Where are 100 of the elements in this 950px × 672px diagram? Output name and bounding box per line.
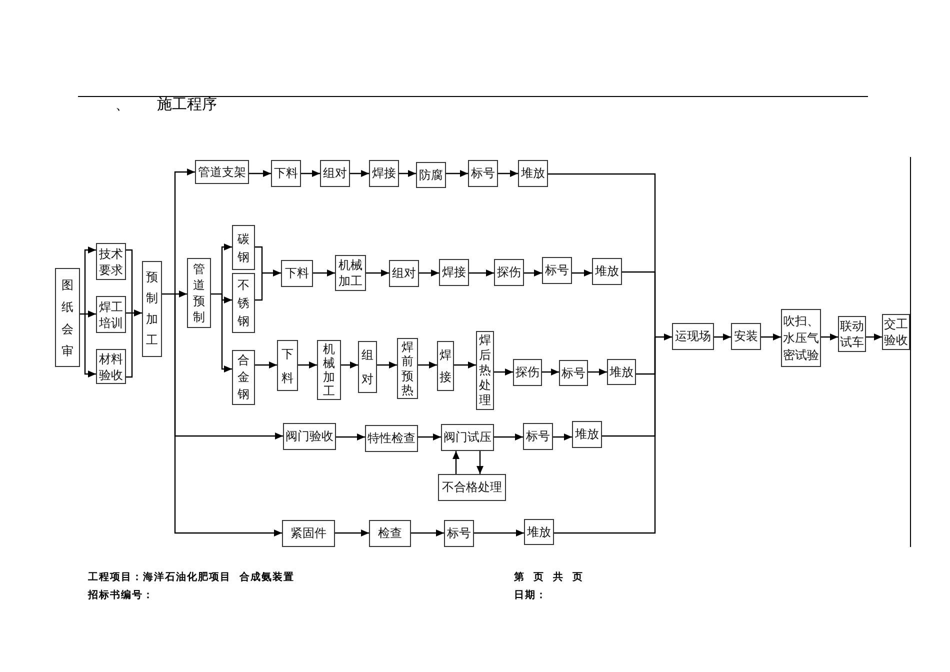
arrow: [350, 170, 369, 177]
process-box: [271, 160, 301, 187]
arrow: [474, 530, 524, 536]
connector-line: [255, 246, 263, 273]
step-label: 管道预制: [192, 261, 206, 325]
step-label: 焊前预热: [401, 340, 414, 398]
process-box: [55, 268, 80, 367]
step-label: 组对: [323, 166, 347, 181]
process-box: [524, 519, 554, 545]
arrow: [714, 334, 731, 340]
step-label: 运现场: [675, 329, 711, 344]
step-label: 检查: [378, 526, 402, 541]
step-label: 材料验收: [98, 350, 124, 382]
arrow: [399, 170, 416, 177]
step-label: 阀门验收: [286, 429, 334, 444]
arrow: [174, 168, 195, 294]
process-box: [559, 360, 588, 386]
step-label: 交工验收: [884, 316, 908, 348]
arrow: [866, 334, 882, 340]
process-box: [444, 520, 474, 547]
arrow: [298, 362, 317, 368]
process-box: [369, 160, 399, 187]
arrow: [494, 368, 513, 376]
step-label: 标号: [545, 263, 569, 278]
step-label: 吹扫、水压气密试验: [782, 312, 820, 364]
step-label: 机械加工: [322, 342, 336, 398]
footer-text: 工程项目：海洋石油化肥项目 合成氨装置: [88, 572, 294, 584]
process-box: [389, 260, 419, 287]
step-label: 堆放: [521, 166, 545, 181]
step-label: 焊接: [442, 265, 466, 280]
arrow: [377, 362, 397, 368]
step-label: 技术要求: [98, 246, 124, 278]
process-box: [731, 323, 761, 350]
process-box: [542, 257, 572, 284]
step-label: 下料: [285, 266, 309, 281]
process-box: [365, 425, 418, 452]
process-box: [672, 323, 714, 350]
arrow: [498, 170, 518, 177]
arrow: [469, 270, 494, 276]
process-box: [523, 423, 553, 450]
connector-line: [554, 337, 656, 534]
arrow: [588, 368, 607, 376]
step-label: 下料: [274, 166, 298, 181]
process-box: [518, 160, 548, 187]
step-label: 防腐: [419, 168, 443, 182]
step-label: 标号: [447, 526, 471, 541]
arrow: [221, 244, 232, 294]
process-box: [416, 162, 446, 188]
arrow: [249, 170, 271, 177]
arrow: [132, 310, 142, 316]
arrow: [553, 434, 572, 440]
arrow: [221, 294, 232, 304]
arrow: [301, 170, 320, 177]
arrow: [84, 314, 96, 378]
process-box: [494, 259, 524, 286]
step-label: 不锈钢: [237, 277, 250, 330]
step-label: 安装: [734, 329, 758, 344]
step-label: 阀门试压: [444, 430, 492, 445]
arrow: [175, 290, 187, 298]
arrow: [821, 334, 838, 340]
arrow: [494, 434, 523, 440]
page-title: 、 施工程序: [115, 95, 217, 113]
arrow: [411, 530, 444, 536]
step-label: 标号: [471, 166, 495, 181]
process-box: [232, 273, 255, 333]
process-box: [358, 341, 377, 393]
connector-line: [622, 271, 656, 337]
step-label: 合金钢: [237, 352, 250, 403]
step-label: 焊接: [372, 166, 396, 181]
step-label: 联动试车: [840, 318, 864, 350]
arrow: [476, 451, 484, 474]
step-label: 下料: [281, 346, 294, 386]
process-box: [187, 258, 211, 328]
arrow: [255, 362, 277, 368]
arrow: [542, 368, 559, 376]
arrow: [524, 270, 542, 276]
arrow: [335, 530, 369, 536]
arrow: [336, 434, 365, 440]
step-label: 探伤: [497, 265, 521, 280]
arrow: [572, 270, 592, 276]
step-label: 预制加工: [146, 269, 158, 349]
footer-text: 招标书编号：: [88, 590, 154, 602]
process-box: [281, 260, 313, 287]
arrow: [341, 362, 358, 368]
step-label: 管道支架: [198, 164, 246, 180]
process-box: [320, 160, 350, 187]
process-box: [438, 474, 506, 501]
process-box: [232, 350, 255, 405]
arrow: [366, 270, 389, 276]
step-label: 焊后热处理: [478, 333, 492, 408]
step-label: 堆放: [610, 364, 634, 380]
connector-line: [126, 313, 133, 378]
connector-line: [211, 293, 222, 295]
process-box: [441, 424, 494, 451]
step-label: 特性检查: [368, 431, 416, 446]
process-box: [572, 421, 602, 448]
arrow: [655, 334, 672, 340]
arrow: [84, 246, 96, 314]
arrow: [446, 170, 468, 177]
step-label: 焊工培训: [98, 298, 124, 330]
